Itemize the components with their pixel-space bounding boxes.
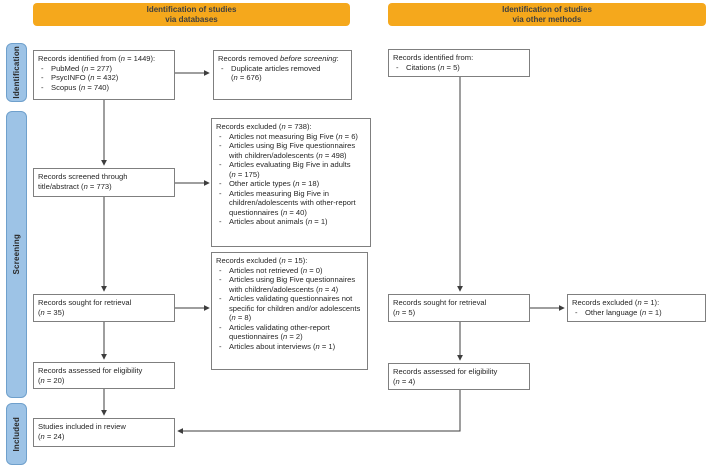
list-item: -Other language (n = 1) [572,308,701,318]
list-item: -PubMed (n = 277) [38,64,170,74]
list-item: -Other article types (n = 18) [216,179,366,189]
arrow-assessed-other-to-included [177,389,461,434]
list-item-text: PsycINFO (n = 432) [51,73,119,82]
list-item-text: Articles not measuring Big Five (n = 6) [229,131,358,141]
box-records-excluded-language: Records excluded (n = 1): -Other languag… [567,294,706,322]
list-item-text: Articles evaluating Big Five in adults (… [229,160,351,179]
dash-bullet: - [219,179,222,188]
box-records-excluded-screening: Records excluded (n = 738): -Articles no… [211,118,371,247]
list-item-text: PubMed (n = 277) [51,63,113,73]
box-title: Records identified from (n = 1449): [38,54,156,63]
dash-bullet: - [219,341,222,351]
list-item-text: Other article types (n = 18) [229,179,320,188]
box-records-identified-other: Records identified from: -Citations (n =… [388,49,530,77]
list-item-text: Duplicate articles removed (n = 676) [231,63,321,83]
box-records-assessed-other: Records assessed for eligibility(n = 4) [388,363,530,390]
box-list: -Duplicate articles removed (n = 676) [218,64,347,83]
dash-bullet: - [219,217,222,226]
box-list: -Articles not retrieved (n = 0)-Articles… [216,266,363,352]
dash-bullet: - [219,188,222,198]
list-item: -Articles about interviews (n = 1) [216,342,363,352]
box-records-sought-other: Records sought for retrieval(n = 5) [388,294,530,322]
box-records-identified-databases: Records identified from (n = 1449): -Pub… [33,50,175,100]
box-title: Records identified from: [393,53,474,62]
list-item-text: Articles measuring Big Five in children/… [229,188,356,217]
dash-bullet: - [219,141,222,150]
box-list: -Citations (n = 5) [393,63,525,73]
list-item: -Articles validating questionnaires not … [216,294,363,323]
box-records-sought-databases: Records sought for retrieval(n = 35) [33,294,175,322]
box-studies-included: Studies included in review(n = 24) [33,418,175,447]
phase-label-included: Included [12,416,21,452]
dash-bullet: - [575,307,578,317]
phase-bar-included: Included [6,403,27,465]
list-item: -Articles not measuring Big Five (n = 6) [216,132,366,142]
list-item: -PsycINFO (n = 432) [38,73,170,83]
phase-label-screening: Screening [12,234,21,275]
dash-bullet: - [219,322,222,332]
box-title: Records excluded (n = 1): [572,298,660,307]
dash-bullet: - [219,294,222,303]
list-item-text: Scopus (n = 740) [51,82,110,92]
dash-bullet: - [219,160,222,169]
dash-bullet: - [221,63,224,73]
list-item: -Articles validating other-report questi… [216,323,363,342]
list-item-text: Citations (n = 5) [406,62,460,72]
dash-bullet: - [219,275,222,284]
list-item: -Articles not retrieved (n = 0) [216,266,363,276]
phase-bar-identification: Identification [6,43,27,102]
dash-bullet: - [219,265,222,275]
box-title: Records excluded (n = 15): [216,256,308,265]
list-item: -Articles using Big Five questionnaires … [216,275,363,294]
list-item: -Articles using Big Five questionnaires … [216,141,366,160]
list-item-text: Other language (n = 1) [585,307,662,317]
box-title: Records excluded (n = 738): [216,122,312,131]
box-records-removed-before-screening: Records removed before screening: -Dupli… [213,50,352,100]
box-list: -Other language (n = 1) [572,308,701,318]
box-title: Records removed before screening: [218,54,339,63]
list-item: -Articles evaluating Big Five in adults … [216,160,366,179]
dash-bullet: - [41,82,44,92]
box-records-assessed-databases: Records assessed for eligibility(n = 20) [33,362,175,389]
box-list: -PubMed (n = 277)-PsycINFO (n = 432)-Sco… [38,64,170,93]
list-item-text: Articles using Big Five questionnaires w… [229,141,356,160]
dash-bullet: - [396,62,399,72]
list-item-text: Articles validating questionnaires not s… [229,294,361,322]
box-list: -Articles not measuring Big Five (n = 6)… [216,132,366,227]
phase-label-identification: Identification [12,46,21,99]
list-item-text: Articles validating other-report questio… [229,322,330,342]
dash-bullet: - [41,73,44,82]
list-item: -Articles measuring Big Five in children… [216,189,366,218]
list-item: -Citations (n = 5) [393,63,525,73]
list-item: -Articles about animals (n = 1) [216,217,366,227]
box-records-excluded-retrieval: Records excluded (n = 15): -Articles not… [211,252,368,370]
phase-bar-screening: Screening [6,111,27,398]
list-item-text: Articles about interviews (n = 1) [229,341,336,351]
list-item: -Duplicate articles removed (n = 676) [218,64,347,83]
dash-bullet: - [219,131,222,141]
dash-bullet: - [41,63,44,73]
list-item: -Scopus (n = 740) [38,83,170,93]
list-item-text: Articles not retrieved (n = 0) [229,265,323,275]
list-item-text: Articles using Big Five questionnaires w… [229,275,356,294]
list-item-text: Articles about animals (n = 1) [229,217,328,226]
